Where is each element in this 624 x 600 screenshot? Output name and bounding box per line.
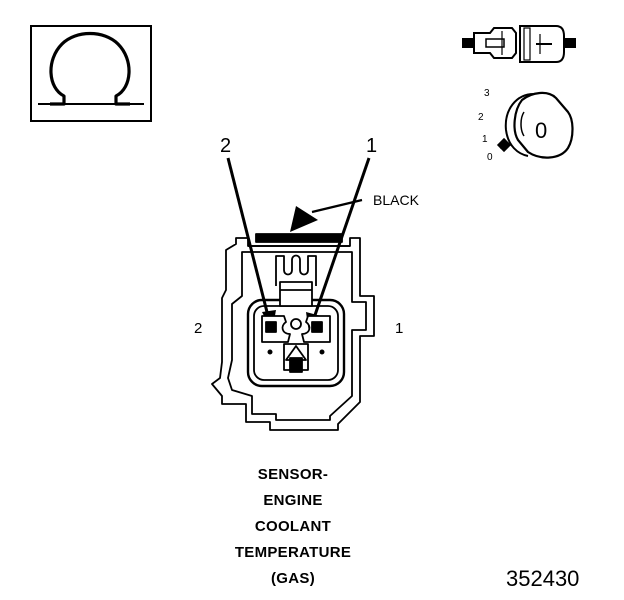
connector-color-label: BLACK [373, 192, 420, 208]
side-label-left: 2 [194, 320, 202, 337]
figure-number: 352430 [506, 566, 580, 591]
component-name-line-1: SENSOR- [257, 466, 329, 483]
pin-1-callout: 1 [366, 135, 377, 157]
ohm-icon [49, 32, 131, 106]
ignition-position-0: 0 [487, 152, 493, 163]
component-name-line-2: ENGINE [263, 492, 323, 509]
ignition-key-icon: 0 3 2 1 0 [478, 88, 574, 163]
ignition-position-2: 2 [478, 112, 484, 123]
ignition-key-label: 0 [535, 118, 547, 143]
side-label-right: 1 [395, 320, 403, 337]
component-name-line-4: TEMPERATURE [234, 544, 352, 561]
ignition-position-1: 1 [482, 134, 488, 145]
ohm-symbol-box [30, 25, 152, 122]
connector-side-view-icon [462, 25, 576, 63]
pin-2-callout: 2 [220, 135, 231, 157]
ignition-position-3: 3 [484, 88, 490, 99]
black-arrow [290, 198, 363, 232]
connector-face [211, 233, 375, 431]
component-name-line-5: (GAS) [271, 570, 315, 587]
component-name-line-3: COOLANT [254, 518, 332, 535]
